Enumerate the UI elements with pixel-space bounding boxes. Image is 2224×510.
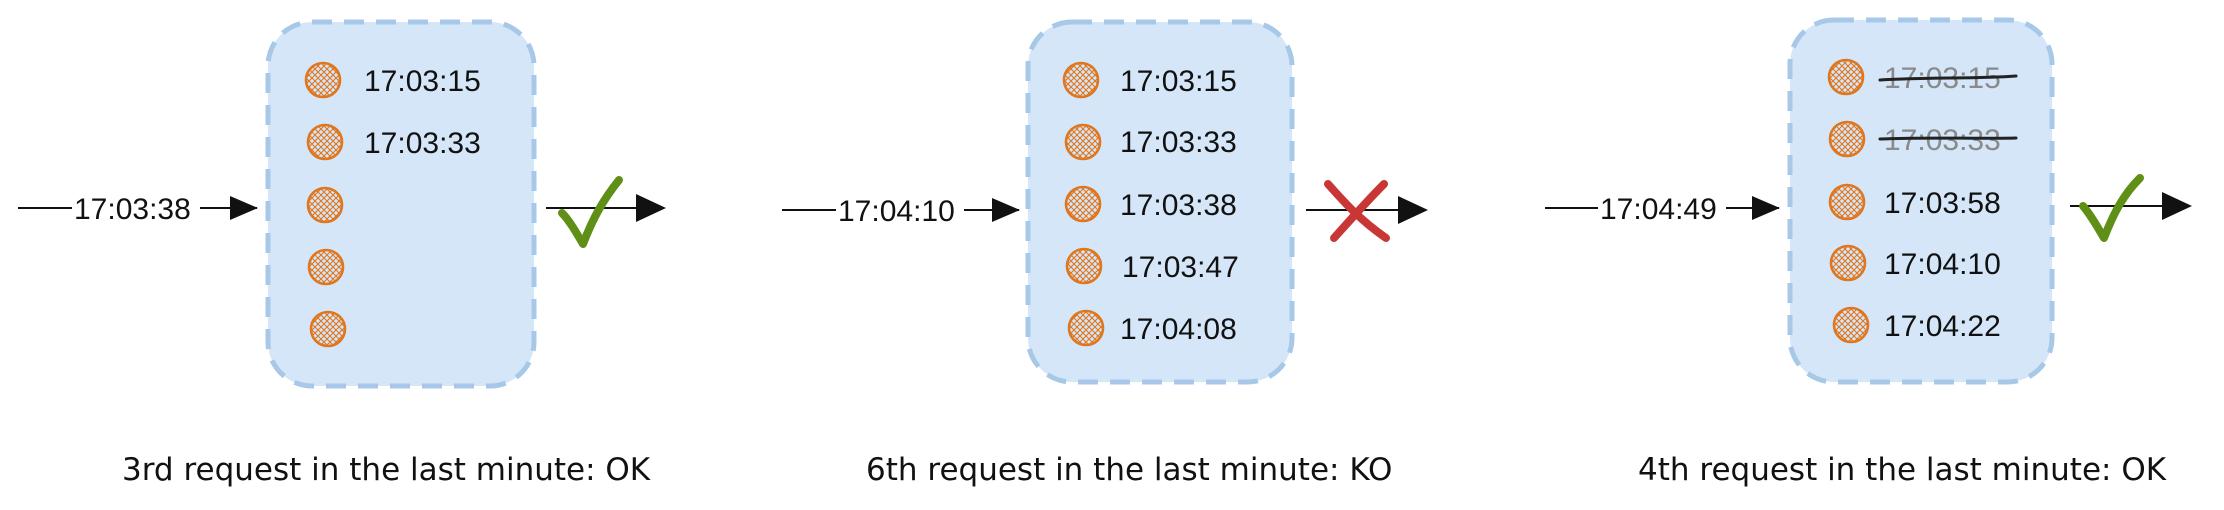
hatched-circle-icon: [1064, 185, 1102, 223]
slot-time: 17:03:58: [1884, 187, 2001, 220]
hatched-circle-icon: [307, 248, 345, 286]
slot-time: 17:04:08: [1120, 313, 1237, 346]
hatched-circle-icon: [1832, 306, 1870, 344]
hatched-circle-icon: [306, 186, 344, 224]
slot-row: 17:03:33: [1828, 120, 2018, 158]
hatched-circle-icon: [1828, 183, 1866, 221]
incoming-time: 17:04:49: [1600, 193, 1717, 226]
arrowhead-icon: [2162, 192, 2192, 220]
slot-row: 17:04:22: [1832, 306, 2001, 344]
hatched-circle-icon: [309, 310, 347, 348]
arrowhead-icon: [1752, 196, 1780, 220]
slot-row: 17:03:15: [1062, 61, 1237, 99]
hatched-circle-icon: [1065, 247, 1103, 285]
slot-time: 17:03:15: [364, 65, 481, 98]
panel-6th-request: 17:04:10 17:03:15 17:03:33 17:03:38 17:0…: [782, 19, 1428, 488]
panel-4th-request: 17:04:49 17:03:15 17:03:33 17:03:58 17:0…: [1545, 17, 2192, 488]
arrowhead-icon: [230, 196, 258, 220]
slot-list: 17:03:15 17:03:33: [304, 61, 481, 348]
sliding-window: [1025, 19, 1295, 385]
hatched-circle-icon: [306, 123, 344, 161]
slot-row: 17:03:33: [306, 123, 481, 161]
caption: 3rd request in the last minute: OK: [122, 452, 651, 488]
slot-row: 17:03:33: [1064, 123, 1237, 161]
hatched-circle-icon: [1828, 120, 1866, 158]
slot-row: 17:03:15: [1827, 58, 2018, 96]
slot-row: 17:03:38: [1064, 185, 1237, 223]
incoming-time: 17:04:10: [838, 195, 955, 228]
slot-time: 17:04:22: [1884, 310, 2001, 343]
slot-row: 17:04:08: [1067, 309, 1237, 347]
strikethrough: [1878, 136, 2018, 141]
slot-row: 17:04:10: [1829, 244, 2001, 282]
hatched-circle-icon: [1067, 309, 1105, 347]
sliding-window: [1787, 17, 2055, 385]
hatched-circle-icon: [304, 61, 342, 99]
slot-time: 17:03:38: [1120, 189, 1237, 222]
slot-row: 17:03:58: [1828, 183, 2001, 221]
strikethrough: [1878, 74, 2018, 82]
hatched-circle-icon: [1829, 244, 1867, 282]
slot-row: [309, 310, 347, 348]
slot-time: 17:03:47: [1122, 251, 1239, 284]
slot-time: 17:03:15: [1120, 65, 1237, 98]
caption: 6th request in the last minute: KO: [866, 452, 1392, 488]
slot-list: 17:03:15 17:03:33 17:03:38 17:03:47 17:0…: [1062, 61, 1239, 347]
arrowhead-icon: [992, 198, 1020, 222]
slot-row: [307, 248, 345, 286]
slot-time: 17:03:33: [1120, 126, 1237, 159]
hatched-circle-icon: [1064, 123, 1102, 161]
slot-row: 17:03:15: [304, 61, 481, 99]
sliding-window: [265, 19, 537, 389]
incoming-time: 17:03:38: [74, 193, 191, 226]
panel-3rd-request: 17:03:38 17:03:15 17:03:33: [18, 19, 666, 488]
hatched-circle-icon: [1827, 58, 1865, 96]
caption: 4th request in the last minute: OK: [1638, 452, 2167, 488]
green-check-icon: [558, 176, 623, 248]
slot-time: 17:04:10: [1884, 248, 2001, 281]
red-x-icon: [1324, 180, 1390, 242]
arrowhead-icon: [1398, 196, 1428, 224]
arrowhead-icon: [636, 194, 666, 222]
slot-time: 17:03:33: [364, 127, 481, 160]
green-check-icon: [2079, 174, 2144, 242]
slot-row: [306, 186, 344, 224]
slot-row: 17:03:47: [1065, 247, 1239, 285]
slot-time-expired: 17:03:33: [1884, 124, 2001, 157]
hatched-circle-icon: [1062, 61, 1100, 99]
slot-list: 17:03:15 17:03:33 17:03:58 17:04:10 17:0…: [1827, 58, 2018, 344]
